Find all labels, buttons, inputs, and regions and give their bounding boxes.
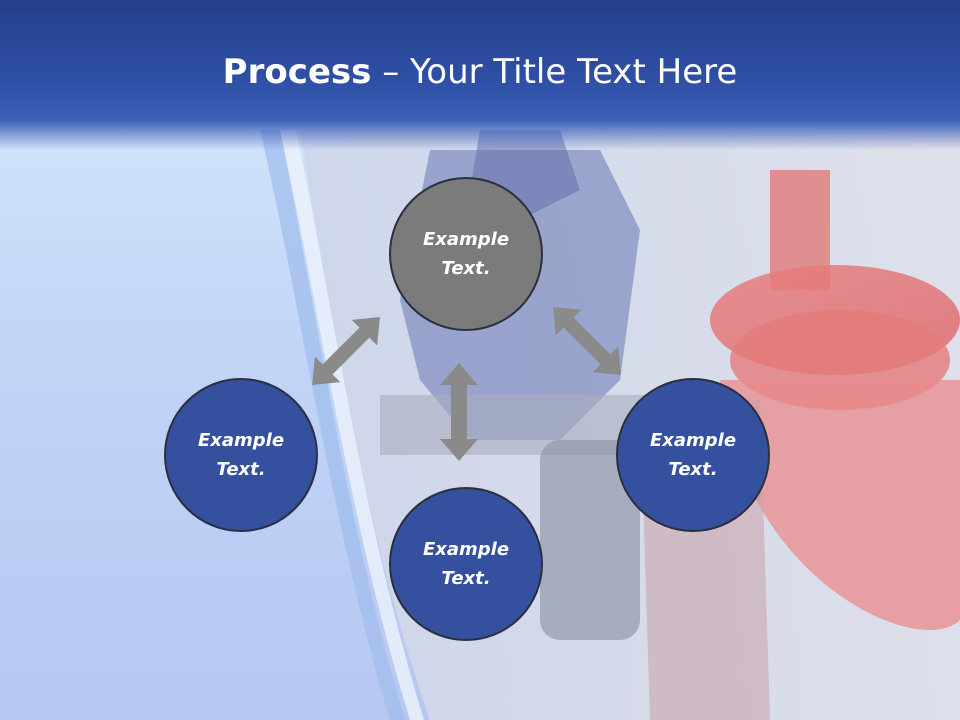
title-separator: – — [371, 52, 411, 92]
double-headed-arrow-icon — [440, 363, 478, 461]
process-node-bottom[interactable]: Example Text. — [389, 487, 543, 641]
double-headed-arrow-icon — [553, 307, 621, 375]
process-node-label: Example Text. — [422, 539, 510, 589]
title-bold: Process — [222, 52, 372, 92]
slide-title: Process – Your Title Text Here — [0, 52, 960, 92]
process-node-label: Example Text. — [197, 430, 285, 480]
title-rest: Your Title Text Here — [410, 52, 738, 92]
title-bar — [0, 0, 960, 150]
process-node-label: Example Text. — [422, 229, 510, 279]
process-node-left[interactable]: Example Text. — [164, 378, 318, 532]
double-headed-arrow-icon — [312, 317, 380, 385]
process-node-label: Example Text. — [649, 430, 737, 480]
process-node-right[interactable]: Example Text. — [616, 378, 770, 532]
process-node-top[interactable]: Example Text. — [389, 177, 543, 331]
